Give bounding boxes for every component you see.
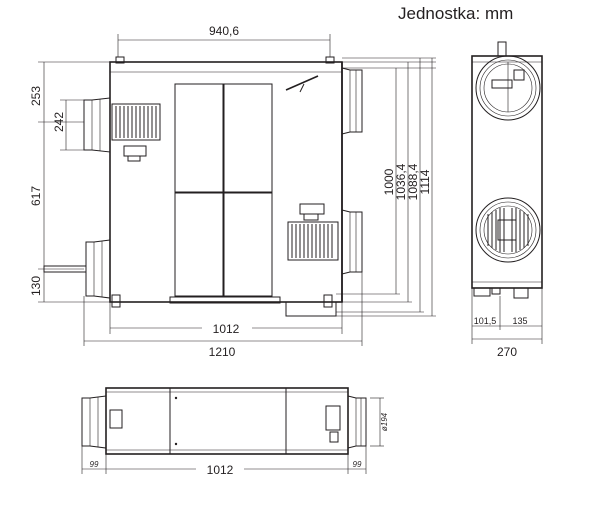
right-port-upper [341,67,363,135]
exchanger-panel-tr [223,83,273,193]
top-duct-left [81,395,107,449]
exchanger-panel-tl [174,83,224,193]
dim-right-chain: 1000 1036,4 1088,4 1114 [336,57,436,317]
dim-right-2-label: 1036,4 [394,163,408,200]
bottom-drain-box [285,301,337,317]
dim-bottom-chain: 1012 1210 [83,272,363,359]
top-flange-left [109,409,123,429]
bypass-damper [285,75,319,91]
dim-top-width: 940,6 [117,24,331,57]
side-body [471,55,543,289]
top-duct-right [347,395,367,449]
dim-top-width-label: 940,6 [209,24,239,38]
bottom-drain-tray [169,296,281,304]
fan-lower-right-housing [287,221,339,261]
bottom-tab-left [111,294,121,308]
dim-duct-diameter: ø194 [370,397,389,447]
top-screw-2 [174,442,178,446]
fan-upper-left [111,103,161,162]
dim-left-port-label: 242 [52,112,66,132]
dim-right-1-label: 1000 [382,168,396,195]
dim-bottom-outer-label: 1210 [209,345,236,359]
dim-side-bottom-left-label: 101,5 [474,316,497,326]
dim-top-right-stub-label: 99 [353,460,362,469]
top-flange-right [325,405,341,431]
side-bottom-foot-left [473,287,491,297]
fan-upper-left-housing [111,103,161,141]
exchanger-panel-br [223,192,273,297]
dim-side-total-label: 270 [497,345,517,359]
left-port-lower [85,239,111,299]
dim-right-3-label: 1088,4 [406,163,420,200]
dim-top-left-stub-label: 99 [90,460,99,469]
front-view: 940,6 253 242 617 130 [29,24,436,359]
dim-top-body-width-label: 1012 [207,463,234,477]
dim-left-chain: 253 242 617 130 [29,61,110,303]
bottom-tab-right [323,294,333,308]
top-tab-left [115,56,125,64]
top-flange-right-2 [329,431,339,443]
dim-left-middle-label: 617 [29,186,43,206]
top-screw-1 [174,396,178,400]
right-port-lower [341,209,363,275]
dim-side-bottom-right-label: 135 [512,316,527,326]
unit-label: Jednostka: mm [398,4,514,23]
top-body [105,387,349,455]
dim-bottom-inner-label: 1012 [213,322,240,336]
dim-left-lower-label: 130 [29,276,43,296]
left-port-upper [83,97,111,153]
fan-lower-right-mount [303,213,319,221]
fan-lower-right [287,203,339,261]
fan-upper-left-motor [123,145,147,157]
side-view: 101,5 135 270 [471,41,543,359]
dim-side-bottom: 101,5 135 270 [471,288,543,359]
dim-duct-diameter-label: ø194 [380,412,389,431]
front-body [109,61,343,303]
fan-lower-right-motor [299,203,325,215]
side-bottom-drain [513,287,529,299]
dim-left-upper-label: 253 [29,86,43,106]
bypass-damper-arm [299,83,305,93]
side-top-tab [497,41,507,57]
side-port-lower [475,197,541,263]
exchanger-panel-bl [174,192,224,297]
dim-top-bottom-chain: 99 1012 99 [81,446,367,477]
top-view: ø194 99 1012 99 [81,387,389,477]
fan-upper-left-mount [127,155,141,162]
dim-right-4-label: 1114 [418,169,432,194]
side-port-upper [475,55,541,121]
side-bottom-foot-mid [491,287,501,295]
